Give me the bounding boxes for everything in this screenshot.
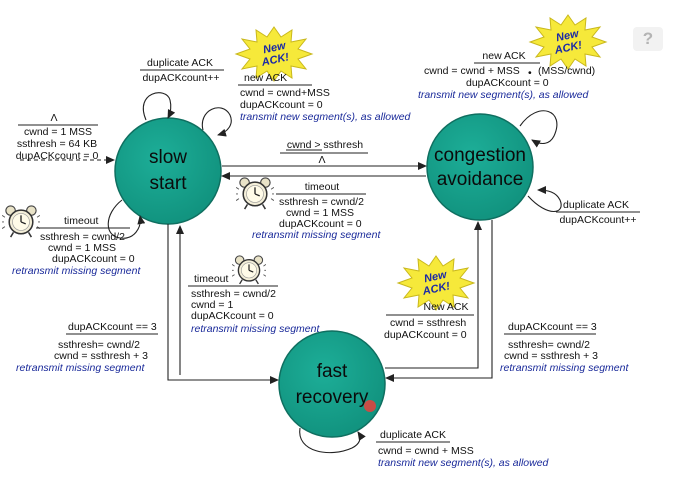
burst-text-line1: New	[423, 269, 449, 286]
label-ss-to-ca-action: Λ	[318, 154, 325, 166]
label-ss-newack-action: cwnd = cwnd+MSS	[240, 87, 330, 99]
burst-text-line1: New	[555, 28, 581, 45]
label-ca-newack-note: transmit new segment(s), as allowed	[418, 89, 590, 101]
label-ss-timeout: timeout ssthresh = cwnd/2 cwnd = 1 MSS d…	[12, 215, 141, 277]
label-ca-to-ss: timeout ssthresh = cwnd/2 cwnd = 1 MSS d…	[252, 181, 381, 241]
label-ss-to-fr-note: retransmit missing segment	[16, 362, 145, 374]
label-fr-dup-action: cwnd = cwnd + MSS	[378, 445, 474, 457]
label-ca-to-fr: dupACKcount == 3 ssthresh= cwnd/2 cwnd =…	[500, 321, 629, 374]
label-ss-to-fr: dupACKcount == 3 ssthresh= cwnd/2 cwnd =…	[16, 321, 158, 374]
label-init-action: dupACKcount = 0	[16, 150, 99, 162]
label-ss-dup: duplicate ACK dupACKcount++	[140, 57, 224, 84]
state-congestion-avoidance-line2: avoidance	[437, 169, 524, 190]
label-fr-to-ss-note: retransmit missing segment	[191, 323, 320, 335]
label-fr-to-ca-event: New ACK	[424, 301, 469, 313]
burst-text-line2: ACK!	[553, 39, 584, 57]
label-ss-newack-event: new ACK	[244, 72, 287, 84]
label-ss-newack-note: transmit new segment(s), as allowed	[240, 111, 412, 123]
label-fr-to-ss: timeout ssthresh = cwnd/2 cwnd = 1 dupAC…	[188, 273, 320, 335]
label-ca-to-fr-action: ssthresh= cwnd/2	[508, 339, 590, 351]
label-fr-to-ca: New ACK cwnd = ssthresh dupACKcount = 0	[384, 301, 474, 341]
label-ss-to-ca: cwnd > ssthresh Λ	[280, 139, 368, 166]
edge-ss-to-fr	[167, 224, 279, 384]
state-slow-start: slow start	[114, 117, 222, 225]
alarm-clock-icon	[236, 177, 274, 210]
label-ss-timeout-note: retransmit missing segment	[12, 265, 141, 277]
new-ack-burst-icon: New ACK!	[529, 14, 607, 70]
label-fr-to-ca-action: dupACKcount = 0	[384, 329, 467, 341]
label-fr-to-ss-action: ssthresh = cwnd/2	[191, 288, 276, 300]
label-ca-dup: duplicate ACK dupACKcount++	[556, 199, 640, 226]
state-congestion-avoidance: congestion avoidance	[426, 113, 534, 221]
label-ca-to-ss-action: cwnd = 1 MSS	[286, 207, 354, 219]
label-ss-dup-action: dupACKcount++	[142, 72, 219, 84]
state-fast-recovery-line1: fast	[317, 361, 348, 382]
edge-ss-dup-loop	[142, 92, 176, 121]
label-init-action: cwnd = 1 MSS	[24, 126, 92, 138]
label-ss-to-fr-action: cwnd = ssthresh + 3	[54, 350, 148, 362]
label-ss-to-fr-event: dupACKcount == 3	[68, 321, 157, 333]
edge-ss-newack-loop	[201, 107, 232, 137]
burst-text-line2: ACK!	[260, 51, 291, 69]
label-fr-dup: duplicate ACK cwnd = cwnd + MSS transmit…	[376, 429, 550, 469]
label-fr-to-ss-event: timeout	[194, 273, 229, 285]
burst-text-line1: New	[262, 40, 288, 57]
label-ca-newack-action: (MSS/cwnd)	[538, 65, 595, 77]
alarm-clock-icon	[232, 255, 266, 285]
state-slow-start-line1: slow	[149, 147, 187, 168]
label-ca-newack-action: dupACKcount = 0	[466, 77, 549, 89]
label-ca-to-ss-action: ssthresh = cwnd/2	[279, 196, 364, 208]
label-ss-timeout-event: timeout	[64, 215, 99, 227]
label-fr-to-ss-action: dupACKcount = 0	[191, 310, 274, 322]
label-ca-dup-event: duplicate ACK	[563, 199, 629, 211]
state-fast-recovery: fast recovery	[278, 330, 386, 438]
state-fast-recovery-line2: recovery	[296, 387, 369, 408]
label-ca-newack-dot: •	[528, 67, 532, 79]
help-icon[interactable]: ?	[633, 27, 663, 51]
state-congestion-avoidance-line1: congestion	[434, 145, 526, 166]
label-ss-newack-action: dupACKcount = 0	[240, 99, 323, 111]
burst-text-line2: ACK!	[421, 280, 452, 298]
label-init-action: ssthresh = 64 KB	[17, 138, 97, 150]
label-ca-to-fr-action: cwnd = ssthresh + 3	[504, 350, 598, 362]
label-init: Λ cwnd = 1 MSS ssthresh = 64 KB dupACKco…	[16, 112, 99, 162]
label-ca-to-ss-event: timeout	[305, 181, 340, 193]
edge-ca-newack-loop	[519, 110, 558, 148]
label-ca-to-ss-note: retransmit missing segment	[252, 229, 381, 241]
cursor-highlight-dot	[364, 400, 376, 412]
alarm-clock-icon	[2, 205, 40, 238]
label-fr-to-ca-action: cwnd = ssthresh	[390, 317, 466, 329]
label-ca-newack: new ACK cwnd = cwnd + MSS • (MSS/cwnd) d…	[418, 50, 595, 101]
label-ca-newack-action: cwnd = cwnd + MSS	[424, 65, 520, 77]
label-ss-timeout-action: dupACKcount = 0	[52, 253, 135, 265]
edge-ca-dup-loop	[527, 186, 562, 213]
label-fr-to-ss-action: cwnd = 1	[191, 299, 233, 311]
label-init-event: Λ	[50, 112, 57, 124]
label-ca-to-fr-event: dupACKcount == 3	[508, 321, 597, 333]
edge-fr-to-ca	[385, 221, 482, 369]
edge-ss-timeout-loop	[107, 199, 146, 239]
label-fr-dup-event: duplicate ACK	[380, 429, 446, 441]
new-ack-burst-icon: New ACK!	[235, 26, 313, 82]
label-ca-dup-action: dupACKcount++	[559, 214, 636, 226]
label-ss-timeout-action: ssthresh = cwnd/2	[40, 231, 125, 243]
label-ss-newack: new ACK cwnd = cwnd+MSS dupACKcount = 0 …	[238, 72, 412, 123]
state-slow-start-line2: start	[150, 173, 188, 194]
edge-ca-to-fr	[385, 220, 493, 382]
label-ca-to-fr-note: retransmit missing segment	[500, 362, 629, 374]
label-ca-to-ss-action: dupACKcount = 0	[279, 218, 362, 230]
label-ss-to-fr-action: ssthresh= cwnd/2	[58, 339, 140, 351]
label-fr-dup-note: transmit new segment(s), as allowed	[378, 457, 550, 469]
label-ss-to-ca-event: cwnd > ssthresh	[287, 139, 363, 151]
edge-fr-dup-loop	[299, 427, 366, 454]
label-ss-timeout-action: cwnd = 1 MSS	[48, 242, 116, 254]
label-ca-newack-event: new ACK	[482, 50, 525, 62]
label-ss-dup-event: duplicate ACK	[147, 57, 213, 69]
transition-edges	[20, 92, 562, 454]
new-ack-burst-icon: New ACK!	[397, 255, 475, 311]
